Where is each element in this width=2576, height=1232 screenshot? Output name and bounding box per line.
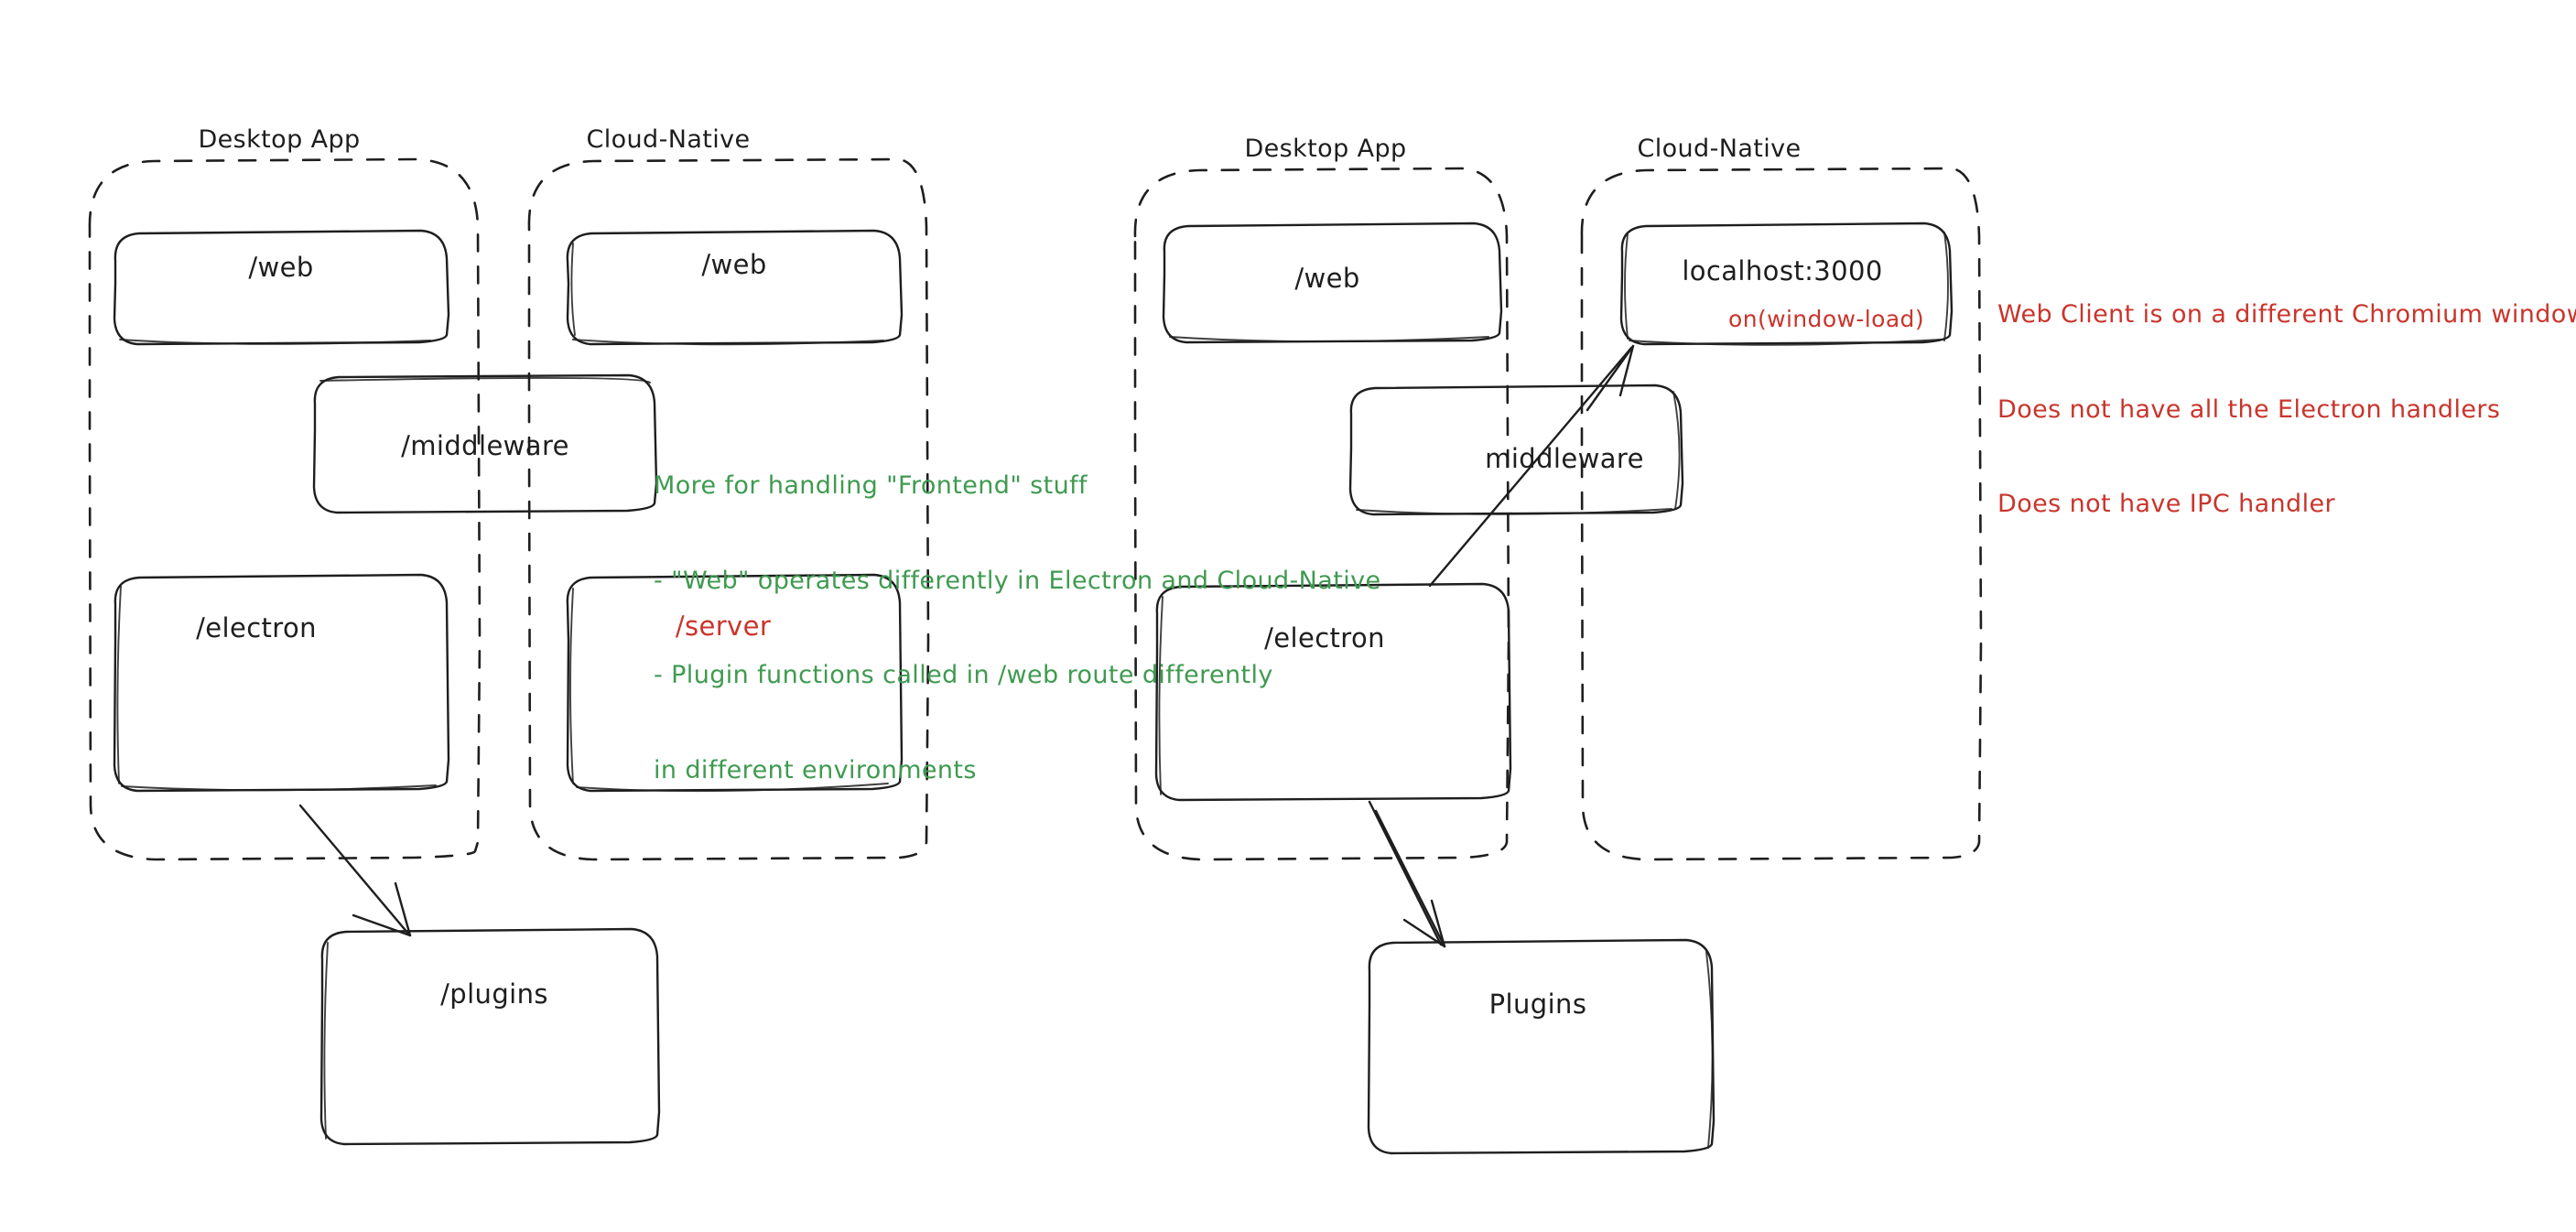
note-right-red: Web Client is on a different Chromium wi… [1997, 236, 2576, 584]
node-shape-right-plugins [1367, 938, 1716, 1155]
note-left-green-line-3: - Plugin functions called in /web route … [654, 661, 1273, 690]
node-label-left-server[interactable]: /server [675, 611, 772, 642]
node-shape-left-plugins [319, 927, 661, 1146]
note-left-green-line-2: - "Web" operates differently in Electron… [654, 566, 1381, 595]
group-title-left-cloud: Cloud-Native [586, 125, 751, 154]
group-title-right-desktop: Desktop App [1244, 135, 1407, 163]
note-right-red-line-3: Does not have IPC handler [1997, 490, 2336, 519]
group-title-right-cloud: Cloud-Native [1637, 135, 1802, 163]
node-label-right-localhost[interactable]: localhost:3000 [1682, 255, 1883, 286]
note-left-green: More for handling "Frontend" stuff - "We… [654, 407, 1381, 850]
node-label-left-electron[interactable]: /electron [196, 612, 317, 643]
node-label-right-electron[interactable]: /electron [1264, 622, 1385, 654]
node-label-right-desktop-web[interactable]: /web [1294, 263, 1360, 294]
node-label-left-desktop-web[interactable]: /web [248, 252, 314, 283]
node-shape-left-electron [113, 573, 450, 793]
group-title-left-desktop: Desktop App [198, 125, 361, 154]
arrow-left-electron-to-plugins [298, 804, 412, 937]
node-label-right-middleware[interactable]: middleware [1485, 443, 1644, 474]
note-right-red-line-1: Web Client is on a different Chromium wi… [1997, 300, 2576, 330]
node-label-left-plugins[interactable]: /plugins [440, 978, 548, 1010]
node-label-left-cloud-web[interactable]: /web [701, 249, 767, 280]
node-sublabel-right-localhost-onwindowload: on(window-load) [1728, 306, 1924, 332]
note-right-red-line-2: Does not have all the Electron handlers [1997, 394, 2501, 424]
note-left-green-line-1: More for handling "Frontend" stuff [654, 471, 1088, 501]
node-label-right-plugins[interactable]: Plugins [1488, 989, 1587, 1020]
node-label-left-middleware[interactable]: /middleware [401, 430, 569, 461]
note-left-green-line-4: in different environments [654, 756, 977, 785]
